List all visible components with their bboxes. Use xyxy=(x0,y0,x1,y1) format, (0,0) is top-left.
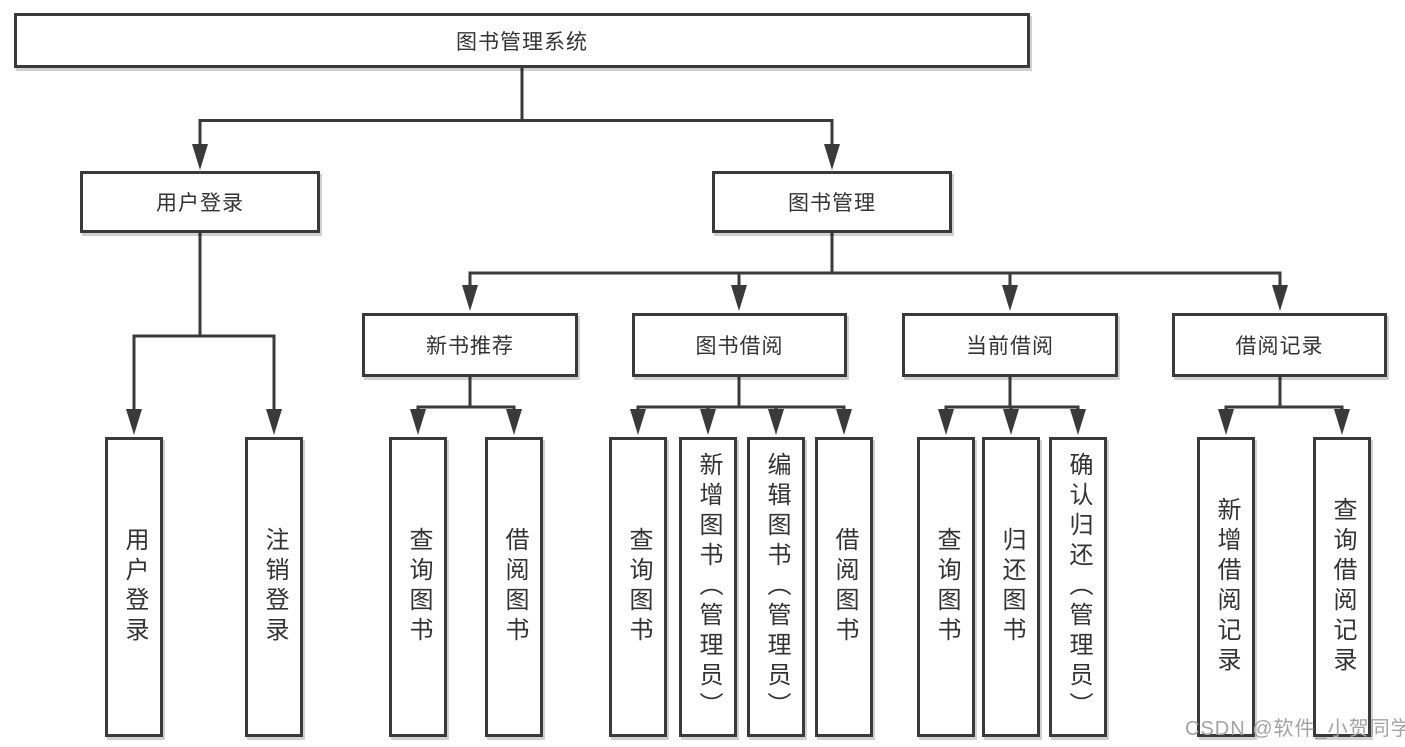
leaf-logout: 注销登录 xyxy=(245,437,303,737)
leaf-confirm-return-admin: 确认归还（管理员） xyxy=(1049,437,1107,737)
node-current-borrow: 当前借阅 xyxy=(902,313,1118,377)
leaf-add-borrow-record: 新增借阅记录 xyxy=(1197,437,1255,737)
leaf-query-books-borrow: 查询图书 xyxy=(609,437,667,737)
node-book-management: 图书管理 xyxy=(712,171,952,233)
node-new-book-recommend: 新书推荐 xyxy=(362,313,578,377)
leaf-query-borrow-record: 查询借阅记录 xyxy=(1313,437,1371,737)
leaf-borrow-books-recommend: 借阅图书 xyxy=(485,437,543,737)
node-borrow-records: 借阅记录 xyxy=(1172,313,1387,377)
leaf-user-login: 用户登录 xyxy=(105,437,163,737)
node-library-management-system: 图书管理系统 xyxy=(14,13,1030,68)
leaf-edit-books-admin: 编辑图书（管理员） xyxy=(747,437,805,737)
node-book-borrow: 图书借阅 xyxy=(632,313,847,377)
leaf-query-books-recommend: 查询图书 xyxy=(389,437,447,737)
leaf-add-books-admin: 新增图书（管理员） xyxy=(679,437,737,737)
csdn-watermark: CSDN @软件_小贺同学 xyxy=(1185,718,1405,740)
leaf-borrow-books: 借阅图书 xyxy=(815,437,873,737)
leaf-return-books: 归还图书 xyxy=(982,437,1040,737)
arrowhead-icons xyxy=(126,144,1350,435)
node-user-login: 用户登录 xyxy=(80,171,320,233)
leaf-query-books-current: 查询图书 xyxy=(917,437,975,737)
